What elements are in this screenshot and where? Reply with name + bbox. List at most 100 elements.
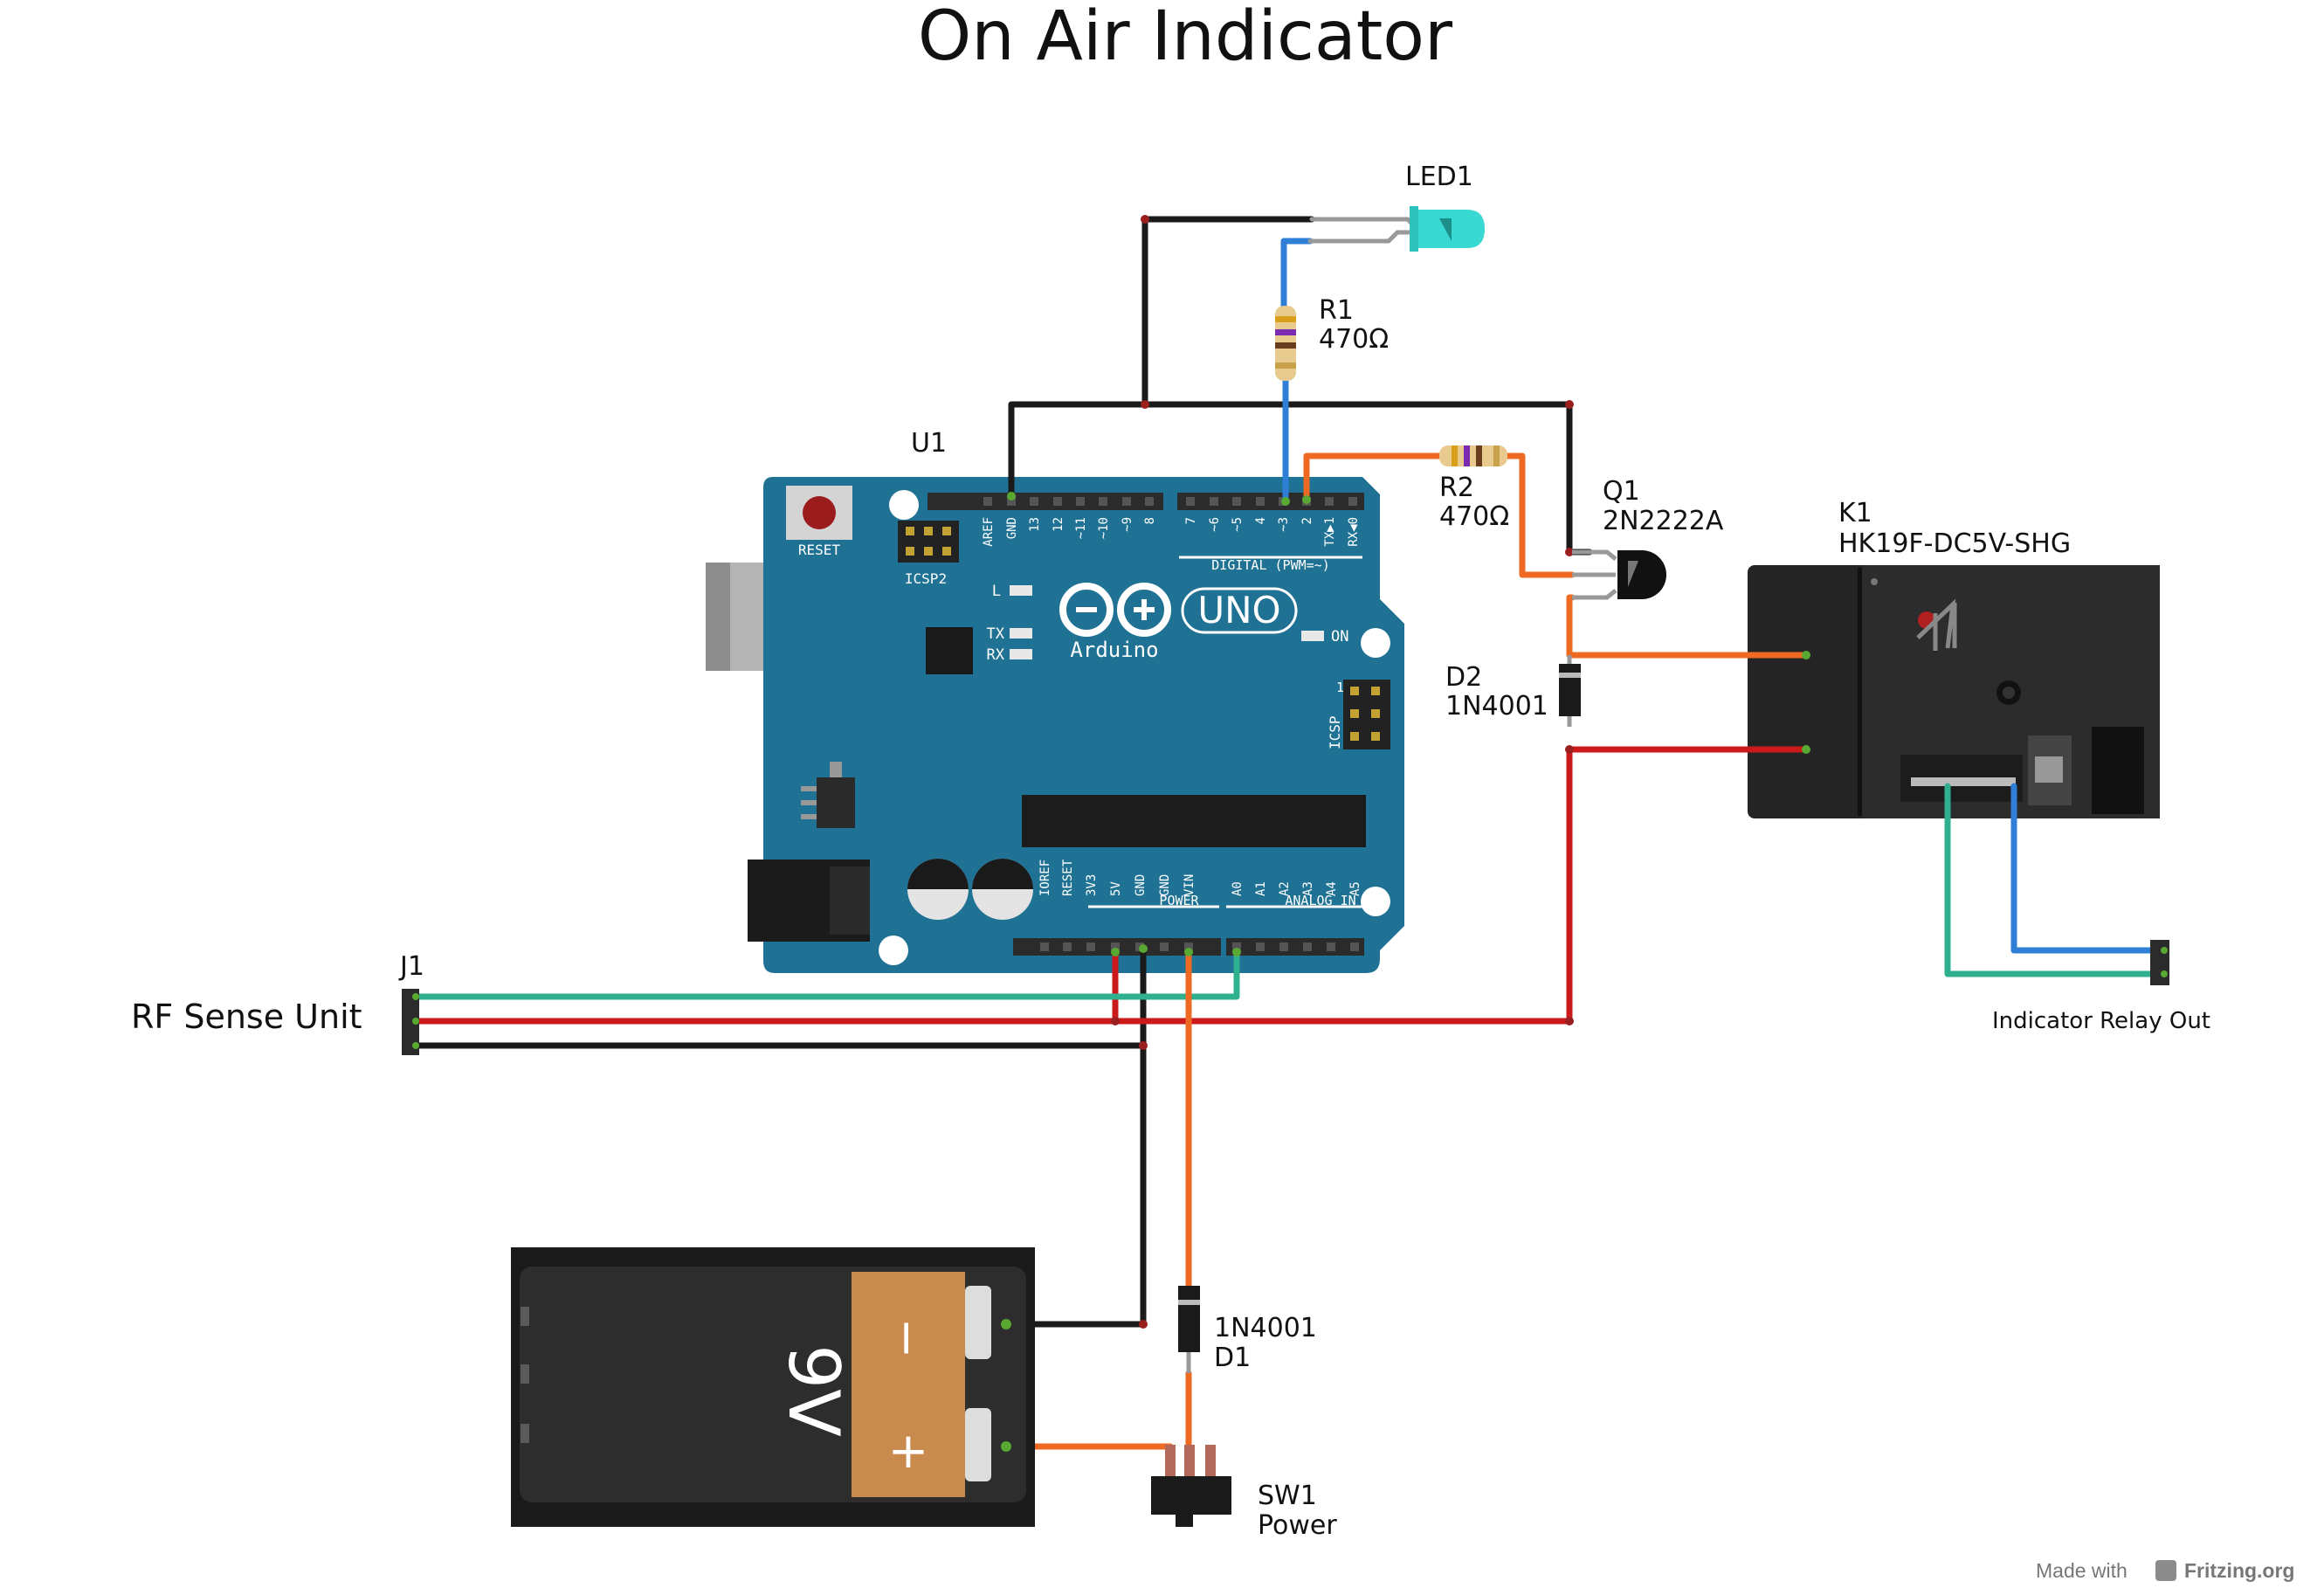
- r1-ref: R1: [1319, 295, 1354, 326]
- wire-led-leg-b: [1307, 230, 1416, 244]
- pin-label: 5V: [1109, 881, 1123, 896]
- wire-pin2-r2: [1303, 452, 1443, 503]
- made-with-text: Made with: [2036, 1559, 2127, 1582]
- pin-label: RX◀0: [1347, 517, 1361, 547]
- header-pin: [1111, 942, 1120, 951]
- relay-out-connector: [2150, 940, 2169, 985]
- capacitor: [972, 859, 1033, 920]
- k1-ref: K1: [1838, 498, 1872, 528]
- board-outline: [763, 477, 1404, 973]
- led-l-label: L: [992, 583, 1001, 600]
- icsp-pin1-label: 1: [1336, 680, 1344, 695]
- battery-voltage: 9V: [773, 1344, 854, 1437]
- voltage-regulator: [817, 777, 855, 828]
- battery-minus-label: −: [879, 1318, 935, 1359]
- sw1-ref: SW1: [1258, 1481, 1317, 1511]
- header-pin: [983, 497, 992, 506]
- led-l: [1010, 585, 1032, 596]
- wire-relay-out-blue: [2010, 783, 2168, 954]
- diode-d1: [1178, 1286, 1200, 1373]
- board-model: UNO: [1197, 589, 1280, 632]
- transistor-q1: [1572, 549, 1666, 600]
- d1-ref: D1: [1214, 1343, 1251, 1373]
- fritzing-brand: Fritzing.org: [2184, 1559, 2295, 1582]
- pin-label: TX▶1: [1323, 517, 1337, 547]
- header-pin: [1040, 942, 1049, 951]
- u1-ref: U1: [911, 428, 947, 459]
- resistor-r1: [1275, 306, 1296, 381]
- pin-label: 4: [1254, 517, 1268, 524]
- header-pin: [1210, 497, 1218, 506]
- mount-hole: [879, 936, 908, 965]
- header-pin: [1348, 497, 1357, 506]
- analog-label: ANALOG IN: [1285, 893, 1355, 908]
- atmega-chip: [1022, 795, 1366, 847]
- mount-hole: [1361, 628, 1390, 658]
- header-pin: [1232, 497, 1241, 506]
- analog-header: [1226, 938, 1364, 956]
- pin-label: 12: [1052, 517, 1065, 532]
- j1-label: RF Sense Unit: [131, 998, 362, 1036]
- pin-label: ~6: [1208, 517, 1222, 532]
- header-pin: [1007, 497, 1016, 506]
- pin-label: RESET: [1061, 859, 1075, 896]
- q1-ref: Q1: [1603, 476, 1640, 507]
- header-pin: [1160, 942, 1169, 951]
- header-pin: [1099, 497, 1107, 506]
- usb-chip: [926, 627, 973, 674]
- wire-q1-relay: [1566, 594, 1810, 659]
- pin-label: GND: [1005, 517, 1019, 539]
- battery-9v: − + 9V: [511, 1247, 1035, 1527]
- fritzing-footer: Made with Fritzing.org: [2036, 1559, 2324, 1585]
- pin-label: 3V3: [1085, 874, 1099, 896]
- k1-value: HK19F-DC5V-SHG: [1838, 528, 2071, 559]
- header-pin: [1186, 497, 1195, 506]
- mount-hole: [1361, 887, 1390, 916]
- wire-gnd-j1: [412, 1042, 1147, 1328]
- header-pin: [1086, 942, 1095, 951]
- j1-ref: J1: [398, 951, 424, 982]
- digital-label: DIGITAL (PWM=~): [1211, 557, 1329, 573]
- board-brand: Arduino: [1070, 638, 1158, 662]
- wire-relay-out-green: [1944, 783, 2168, 977]
- header-pin: [1145, 497, 1154, 506]
- diagram-title: On Air Indicator: [918, 0, 1453, 76]
- capacitor: [907, 859, 969, 920]
- header-pin: [1030, 497, 1038, 506]
- header-pin: [1184, 942, 1193, 951]
- header-pin: [1327, 942, 1335, 951]
- wire-led-r1: [1280, 238, 1314, 309]
- led-tx-label: TX: [987, 625, 1005, 643]
- led-rx: [1010, 649, 1032, 659]
- r1-value: 470Ω: [1319, 324, 1389, 355]
- power-label: POWER: [1159, 893, 1199, 908]
- sw1-label: Power: [1258, 1510, 1337, 1541]
- mount-hole: [889, 490, 919, 520]
- arduino-logo: UNO Arduino: [1059, 583, 1298, 662]
- diode-d2: [1559, 655, 1581, 727]
- connector-j1: [402, 989, 419, 1055]
- header-pin: [1053, 497, 1062, 506]
- relay-out-label: Indicator Relay Out: [1992, 1008, 2210, 1034]
- header-pin: [1279, 942, 1288, 951]
- r2-value: 470Ω: [1439, 501, 1509, 532]
- header-pin: [1325, 497, 1334, 506]
- pin-label: GND: [1158, 874, 1172, 896]
- r2-ref: R2: [1439, 473, 1474, 503]
- switch-sw1[interactable]: [1151, 1445, 1231, 1527]
- led1-ref: LED1: [1405, 162, 1473, 192]
- pin-label: A4: [1325, 881, 1339, 896]
- led1: [1410, 206, 1485, 252]
- pin-label: GND: [1134, 874, 1148, 896]
- pin-label: A1: [1254, 881, 1268, 896]
- led-on: [1301, 631, 1324, 641]
- pin-label: 8: [1143, 517, 1157, 524]
- led-on-label: ON: [1331, 628, 1348, 646]
- pin-label: A0: [1231, 881, 1245, 896]
- pin-label: A5: [1348, 881, 1362, 896]
- icsp2-label: ICSP2: [905, 570, 947, 587]
- pin-label: 2: [1300, 517, 1314, 524]
- pin-label: IOREF: [1038, 860, 1052, 896]
- header-pin: [1076, 497, 1085, 506]
- header-pin: [1256, 497, 1265, 506]
